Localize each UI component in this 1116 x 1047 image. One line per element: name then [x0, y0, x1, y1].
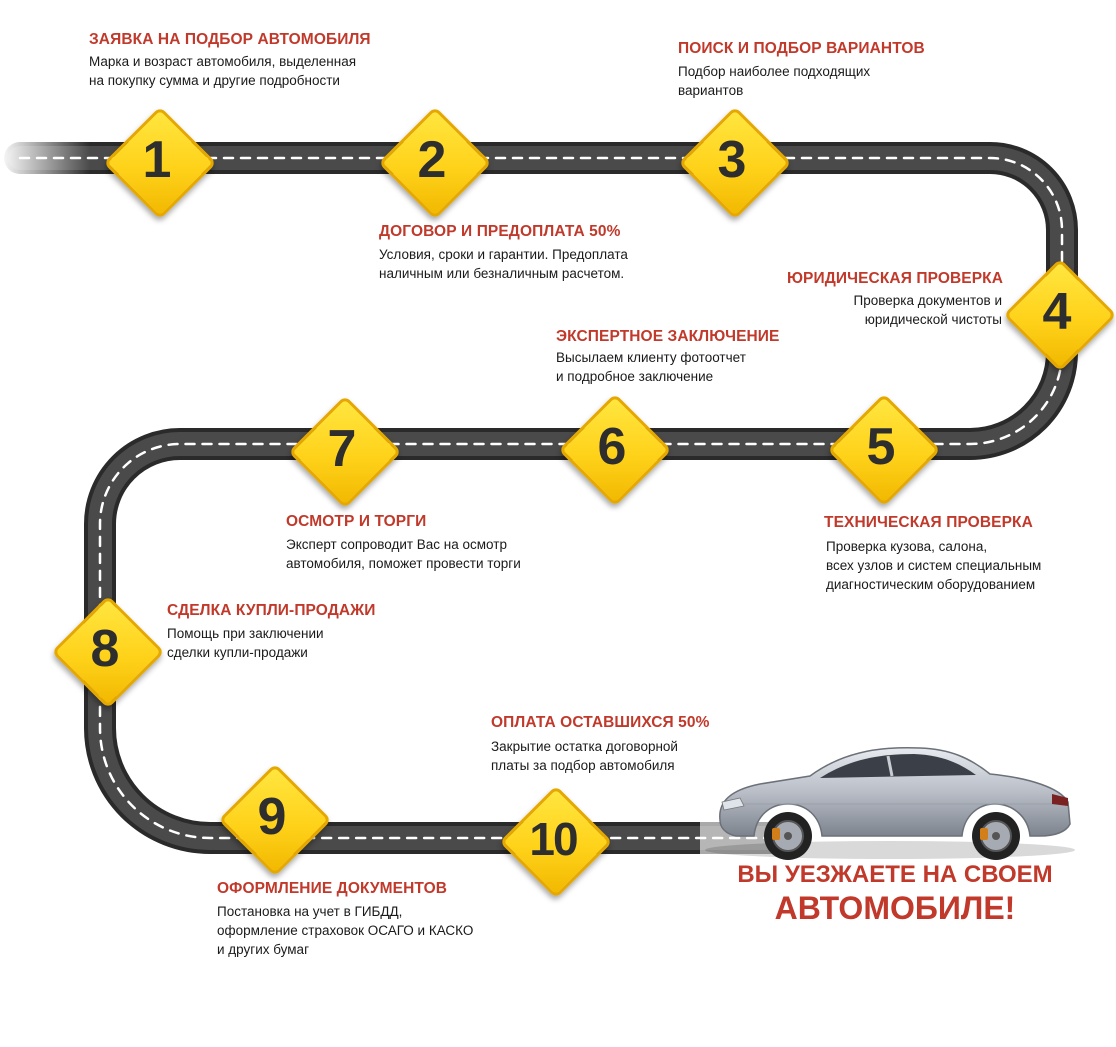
- step-5-marker: 5: [827, 393, 941, 507]
- step-number: 9: [257, 788, 287, 846]
- step-7-marker: 7: [288, 395, 402, 509]
- step-8-description: Помощь при заключении сделки купли-прода…: [167, 626, 324, 660]
- step-number: 3: [717, 131, 747, 189]
- step-1-marker: 1: [103, 106, 217, 220]
- step-10-marker: 10: [499, 785, 613, 899]
- final-message-line1: ВЫ УЕЗЖАЕТЕ НА СВОЕМ: [737, 861, 1053, 888]
- step-4-marker: 4: [1003, 258, 1116, 372]
- step-6-title: ЭКСПЕРТНОЕ ЗАКЛЮЧЕНИЕ: [556, 328, 780, 345]
- final-message: ВЫ УЕЗЖАЕТЕ НА СВОЕМ АВТОМОБИЛЕ!: [700, 860, 1090, 926]
- step-8-marker: 8: [51, 595, 165, 709]
- step-6-description: Высылаем клиенту фотоотчет и подробное з…: [556, 350, 746, 384]
- step-1-title: ЗАЯВКА НА ПОДБОР АВТОМОБИЛЯ: [89, 31, 371, 48]
- step-1-description: Марка и возраст автомобиля, выделенная н…: [89, 54, 357, 88]
- step-3-description: Подбор наиболее подходящих вариантов: [678, 64, 871, 98]
- step-4-title: ЮРИДИЧЕСКАЯ ПРОВЕРКА: [786, 270, 1003, 287]
- step-number: 1: [142, 131, 172, 189]
- step-number: 2: [417, 131, 447, 189]
- step-number: 5: [866, 418, 896, 476]
- final-message-line2: АВТОМОБИЛЕ!: [774, 890, 1016, 926]
- step-7-title: ОСМОТР И ТОРГИ: [286, 513, 427, 530]
- step-9-description: Постановка на учет в ГИБДД, оформление с…: [217, 904, 474, 957]
- step-number: 10: [529, 813, 578, 865]
- step-9-title: ОФОРМЛЕНИЕ ДОКУМЕНТОВ: [217, 880, 448, 897]
- step-5-title: ТЕХНИЧЕСКАЯ ПРОВЕРКА: [824, 514, 1033, 531]
- step-5-description: Проверка кузова, салона, всех узлов и си…: [826, 539, 1042, 592]
- step-6-marker: 6: [558, 393, 672, 507]
- step-3-marker: 3: [678, 106, 792, 220]
- step-10-title: ОПЛАТА ОСТАВШИХСЯ 50%: [491, 714, 710, 731]
- step-3-title: ПОИСК И ПОДБОР ВАРИАНТОВ: [678, 40, 925, 57]
- step-8-title: СДЕЛКА КУПЛИ-ПРОДАЖИ: [167, 602, 376, 619]
- step-2-description: Условия, сроки и гарантии. Предоплата на…: [379, 247, 628, 281]
- car-illustration: [705, 746, 1075, 860]
- step-7-description: Эксперт сопроводит Вас на осмотр автомоб…: [286, 537, 521, 571]
- step-9-marker: 9: [218, 763, 332, 877]
- step-number: 4: [1042, 283, 1072, 341]
- step-10-description: Закрытие остатка договорной платы за под…: [491, 739, 678, 773]
- step-2-title: ДОГОВОР И ПРЕДОПЛАТА 50%: [379, 223, 621, 240]
- step-2-marker: 2: [378, 106, 492, 220]
- step-number: 7: [327, 420, 357, 478]
- step-4-description: Проверка документов и юридической чистот…: [853, 293, 1002, 327]
- step-number: 8: [90, 620, 120, 678]
- step-number: 6: [597, 418, 627, 476]
